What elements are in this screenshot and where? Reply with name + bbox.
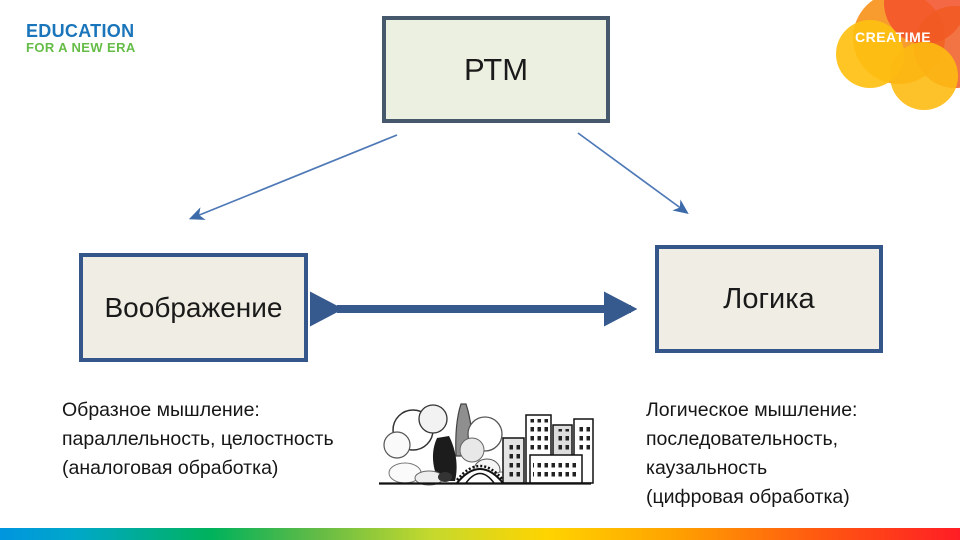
rainbow-footer-bar <box>0 528 960 540</box>
note-line: параллельность, целостность <box>62 428 334 450</box>
creatime-logo: CREATIME <box>808 0 960 114</box>
education-logo-line1: EDUCATION <box>26 21 135 41</box>
arrow-rtm-to-imagination-icon <box>188 134 398 220</box>
logic-note: Логическое мышление: последовательность,… <box>646 396 857 512</box>
education-logo-line2: FOR A NEW ERA <box>26 39 136 55</box>
logic-box: Логика <box>655 245 883 353</box>
city-buildings-icon <box>502 414 594 484</box>
creatime-circle-icon <box>890 42 958 110</box>
logic-box-label: Логика <box>723 282 815 315</box>
note-line: Логическое мышление: <box>646 399 858 421</box>
arrow-rtm-to-logic-icon <box>577 132 689 215</box>
education-logo: EDUCATION FOR A NEW ERA <box>26 22 136 55</box>
creatime-logo-text: CREATIME <box>855 29 932 45</box>
rtm-box: РТМ <box>382 16 610 123</box>
imagination-box: Воображение <box>79 253 308 362</box>
imagination-box-label: Воображение <box>104 291 283 323</box>
note-line: каузальность <box>646 457 768 479</box>
park-city-illustration <box>379 403 594 486</box>
note-line: (цифровая обработка) <box>646 486 850 508</box>
imagination-note: Образное мышление: параллельность, целос… <box>62 396 334 483</box>
note-line: последовательность, <box>646 428 839 450</box>
bridge-icon <box>456 464 504 484</box>
rtm-box-label: РТМ <box>463 51 529 87</box>
note-line: Образное мышление: <box>62 399 260 421</box>
note-line: (аналоговая обработка) <box>62 457 279 479</box>
trees-icon <box>383 403 512 486</box>
